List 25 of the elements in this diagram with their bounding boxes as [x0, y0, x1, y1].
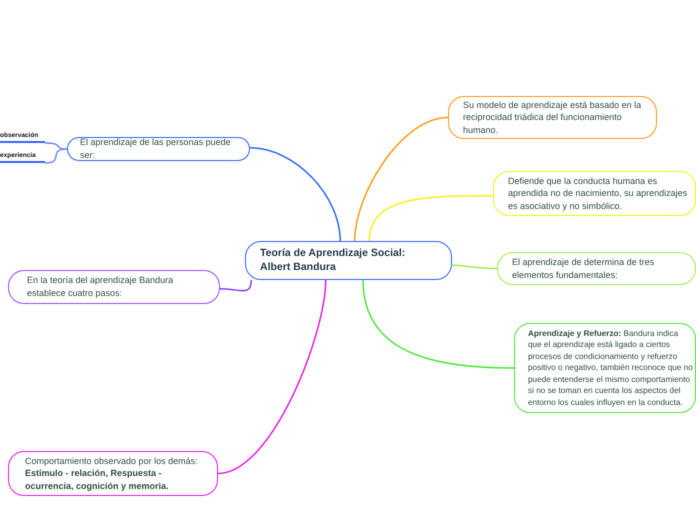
topic-box	[497, 252, 696, 285]
topic-box	[8, 451, 218, 496]
topic-box	[67, 137, 250, 161]
subtopic-label	[0, 130, 45, 143]
topic-text: En la teoría del aprendizaje Bandura establece cuatro pasos:	[27, 274, 174, 300]
topic-text: Su modelo de aprendizaje está basado en la reciprocidad triádica del funcionamiento humano.	[463, 98, 642, 136]
topic-text: Aprendizaje y Refuerzo: Bandura indica que el aprendizaje está ligado a ciertos procesos de condicionamiento y refuerzo positivo o negativo, también reconoce que no puede entenderse el mismo comportamiento si no se toman en cuenta los aspectos del entorno los cuales influyen en la conducta.	[528, 328, 693, 408]
topic-box	[514, 323, 696, 413]
branch-connector	[362, 280, 514, 369]
topic-box	[8, 270, 220, 304]
branch-connector	[44, 148, 68, 164]
branch-connector	[44, 142, 68, 150]
branch-connector	[250, 147, 341, 242]
branch-connector	[368, 195, 493, 242]
topic-text: Teoría de Aprendizaje Social: Albert Bandura	[260, 246, 406, 274]
central-topic	[245, 241, 452, 280]
branch-connector	[354, 116, 448, 242]
topic-text: El aprendizaje de las personas puede ser:	[80, 136, 232, 162]
branch-connector	[452, 264, 498, 270]
topic-text: El aprendizaje de determina de tres elementos fundamentales:	[512, 256, 656, 282]
topic-text: Comportamiento observado por los demás: Estímulo - relación, Respuesta - ocurrencia, cognición y memoria.	[25, 454, 199, 492]
topic-text: Defiende que la conducta humana es aprendida no de nacimiento, su aprendizajes es asociativo y no simbólico.	[508, 174, 688, 212]
subtopic-label	[0, 150, 45, 163]
topic-box	[493, 171, 696, 216]
topic-box	[448, 96, 657, 139]
